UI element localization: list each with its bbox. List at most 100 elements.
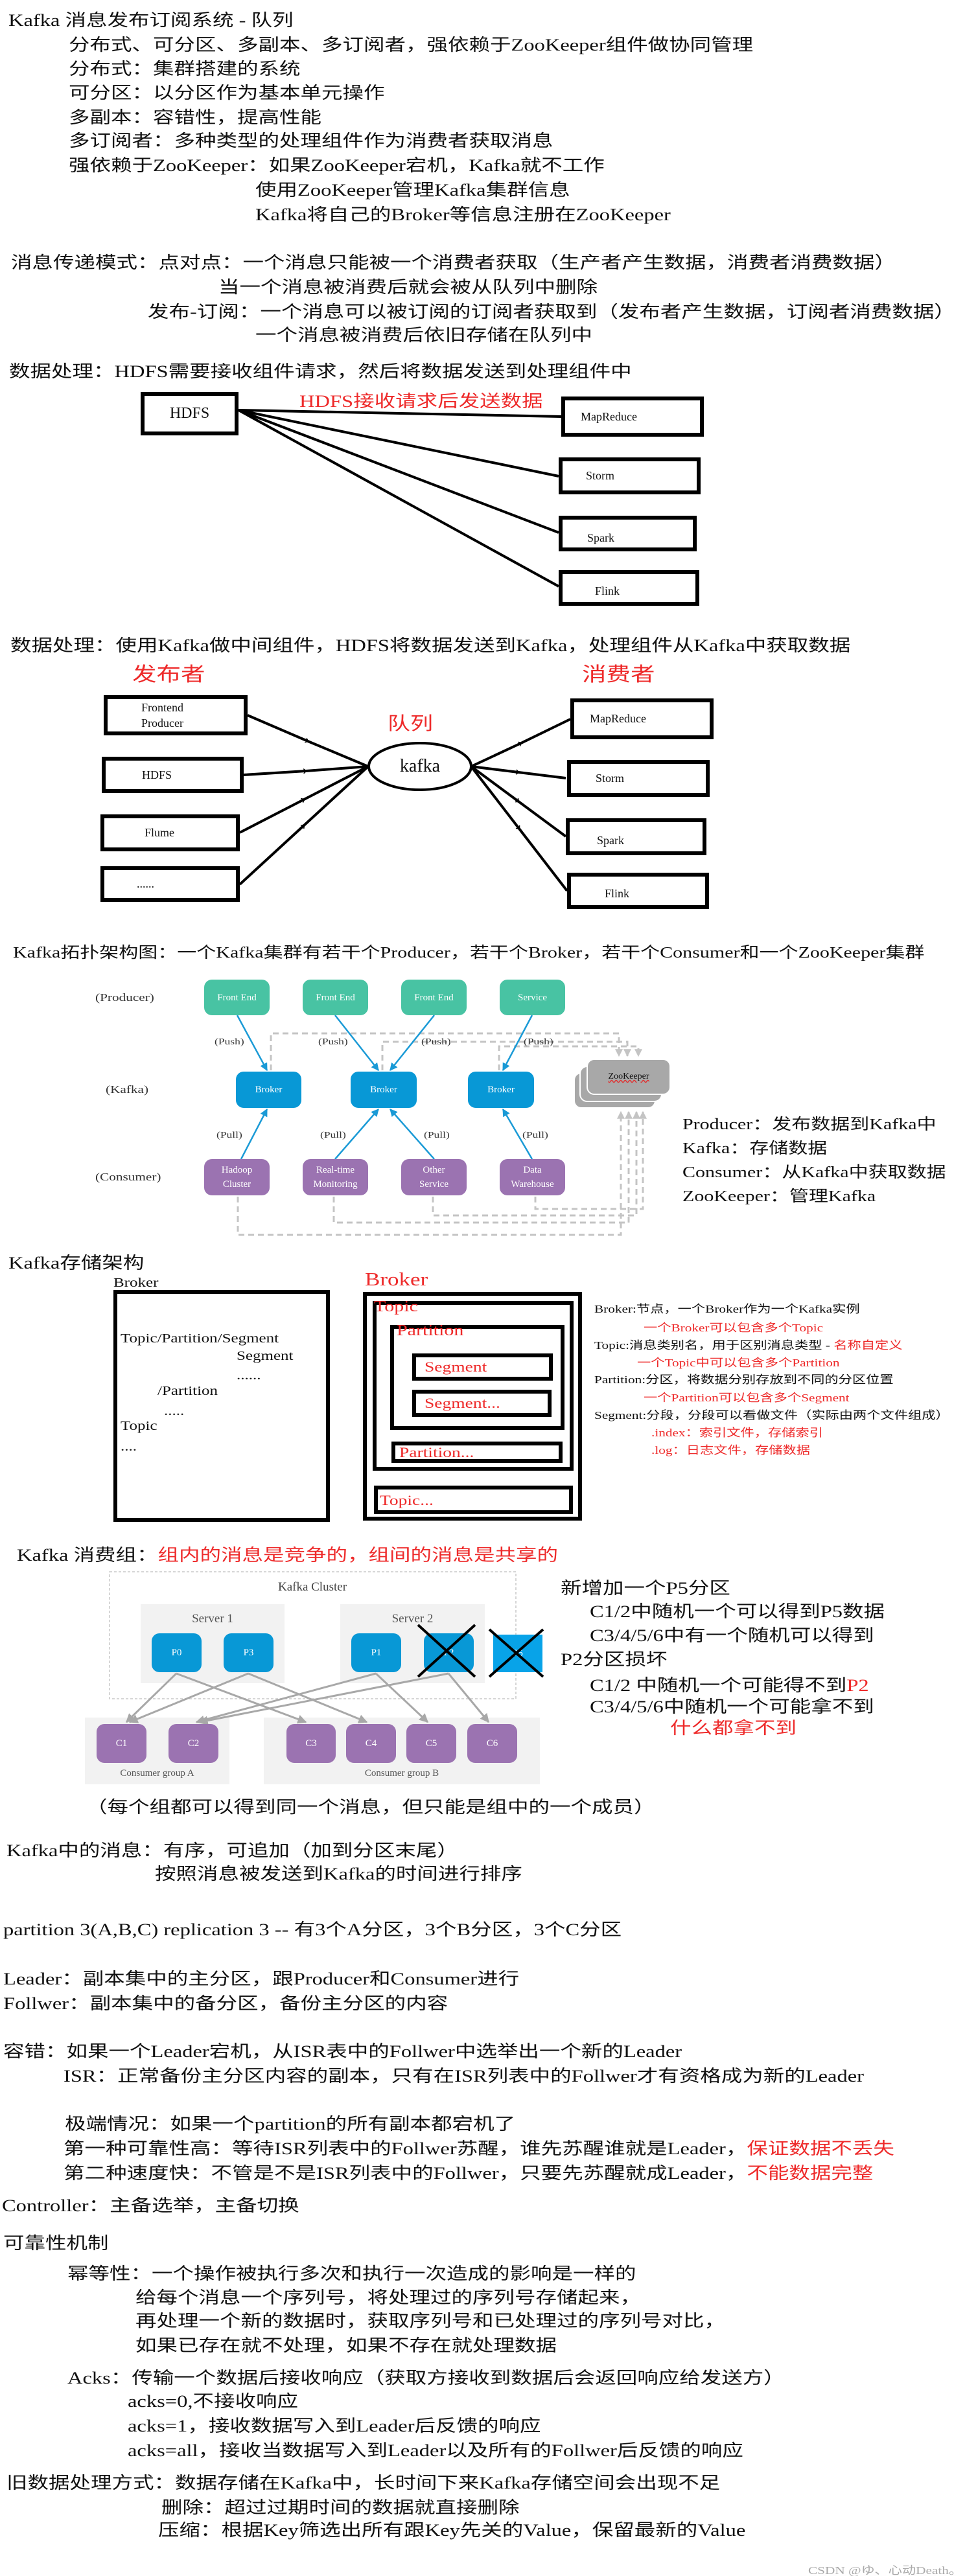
assign-p0-c3	[176, 1672, 307, 1724]
target-box-mapreduce: MapReduce	[561, 397, 704, 437]
link-hdfs-flink	[238, 409, 559, 588]
controller-line: Controller：主备选举，主备切换	[2, 2196, 299, 2215]
row-label-kafka: (Kafka)	[106, 1083, 149, 1096]
arrow-more-kafka	[238, 765, 369, 886]
zk-link-consumer-2	[332, 1110, 633, 1224]
kafka-queue-ellipse	[367, 742, 472, 791]
processing1-title: 数据处理：HDFS需要接收组件请求，然后将数据发送到处理组件中	[9, 362, 632, 381]
reliability-title: 可靠性机制	[3, 2234, 109, 2253]
push-arrow-1	[236, 1015, 268, 1072]
producer-node-label: Front End	[414, 992, 454, 1003]
zookeeper-label: ZooKeeper	[608, 1072, 649, 1081]
storage-note-red: 名称自定义	[833, 1339, 903, 1351]
server-1-label: Server 1	[141, 1611, 285, 1627]
consumer-node-label: C4	[365, 1738, 377, 1749]
partition-note: 新增加一个P5分区	[561, 1579, 730, 1598]
storage-note: 一个Partition可以包含多个Segment	[644, 1392, 850, 1404]
partition-note: P2分区损坏	[561, 1650, 668, 1669]
arrow-kafka-mapreduce	[471, 718, 571, 768]
group-label: Consumer group A	[120, 1767, 194, 1778]
consumer-node-label: Cluster	[222, 1179, 251, 1190]
producer-label: HDFS	[142, 768, 172, 781]
consumer-box-label: Flink	[605, 886, 630, 900]
push-arrow-3	[390, 1015, 435, 1071]
partition-node-label: P0	[171, 1648, 182, 1658]
consumer-group-caption: （每个组都可以得到同一个消息，但只能是组中的一个成员）	[86, 1798, 655, 1817]
left-broker-label: Broker	[113, 1276, 159, 1290]
acks-line: acks=1，接收数据写入到Leader后反馈的响应	[128, 2417, 541, 2435]
consumer-node-label: Warehouse	[511, 1179, 554, 1190]
consumer-box-spark: Spark	[566, 818, 706, 855]
consumer-group-a-label: Consumer group A	[85, 1767, 229, 1780]
storage-note: .index：索引文件，存储索引	[651, 1427, 824, 1439]
partition-note-red: P2	[846, 1676, 869, 1695]
storage-note: Broker:节点，一个Broker作为一个Kafka实例	[594, 1303, 860, 1315]
acks-line: Acks：传输一个数据后接收响应（获取方接收到数据后会返回响应给发送方）	[67, 2369, 785, 2387]
producer-node-label: Front End	[217, 992, 257, 1003]
left-broker-box	[113, 1290, 330, 1522]
topology-legend-line: ZooKeeper：管理Kafka	[682, 1188, 876, 1205]
topology-legend-line: Kafka：存储数据	[682, 1140, 828, 1157]
pull-label: (Pull)	[320, 1131, 346, 1140]
push-arrow-2	[334, 1015, 379, 1071]
topology-legend-line: Producer：发布数据到Kafka中	[682, 1116, 937, 1133]
partition-node-p0: P0	[152, 1633, 202, 1672]
zookeeper-detail: Kafka将自己的Broker等信息注册在ZooKeeper	[255, 205, 671, 224]
link-hdfs-spark	[238, 409, 559, 534]
partition-note-text: C1/2 中随机一个可能得不到	[590, 1676, 847, 1695]
link-hdfs-storm	[238, 409, 559, 477]
left-broker-line: .....	[164, 1404, 185, 1418]
consumer-box-mapreduce: MapReduce	[570, 698, 714, 739]
assign-p0-c1	[125, 1672, 178, 1723]
strategy-text: 第一种可靠性高：等待ISR列表中的Follwer苏醒，谁先苏醒谁就是Leader…	[64, 2139, 747, 2158]
segment-box	[412, 1353, 553, 1381]
strategy-red: 不能数据完整	[747, 2164, 874, 2183]
follower-line: Follwer：副本集中的备分区，备份主分区的内容	[3, 1994, 448, 2013]
broker-node: Broker	[351, 1072, 417, 1108]
server-label: Server 1	[192, 1612, 233, 1626]
publisher-label: 发布者	[132, 664, 205, 685]
producer-label: Frontend	[141, 701, 183, 714]
target-box-storm: Storm	[559, 457, 701, 494]
consumer-box-label: MapReduce	[590, 712, 646, 725]
pull-arrow-2	[334, 1109, 379, 1160]
right-broker-box	[363, 1292, 582, 1521]
assign-p1-c5	[375, 1672, 429, 1723]
target-label: MapReduce	[581, 409, 637, 423]
consumer-label: 消费者	[582, 664, 655, 685]
push-label: (Push)	[524, 1037, 553, 1047]
hdfs-source-box: HDFS	[141, 392, 238, 435]
assign-p3-c4	[248, 1672, 368, 1723]
intro-title: Kafka 消息发布订阅系统 - 队列	[8, 11, 294, 30]
consumer-group-title: Kafka 消费组：组内的消息是竞争的，组间的消息是共享的	[17, 1547, 558, 1565]
queue-label: 队列	[388, 714, 434, 734]
consumer-node-c1: C1	[97, 1724, 146, 1763]
consumer-node-label: Service	[419, 1179, 448, 1190]
assign-p3-c1	[128, 1672, 249, 1723]
arrow-hdfs-kafka	[243, 765, 369, 776]
kafka-cluster-label-text: Kafka Cluster	[277, 1580, 347, 1594]
storage-title: Kafka存储架构	[8, 1254, 145, 1272]
pull-label: (Pull)	[424, 1131, 450, 1140]
extreme-case-line: 极端情况：如果一个partition的所有副本都宕机了	[65, 2115, 516, 2133]
producer-label: Producer	[141, 717, 183, 730]
feature-line: 分布式：集群搭建的系统	[69, 60, 301, 78]
broker-node-label: Broker	[370, 1085, 397, 1095]
partition-node-label: P5	[513, 1648, 523, 1659]
consumer-node-c5: C5	[406, 1724, 456, 1763]
old-data-line: 旧数据处理方式：数据存储在Kafka中，长时间下来Kafka存储空间会出现不足	[6, 2474, 721, 2492]
leader-line: Leader：副本集中的主分区，跟Producer和Consumer进行	[3, 1970, 520, 1988]
push-label: (Push)	[215, 1037, 244, 1047]
feature-line: 分布式、可分区、多副本、多订阅者，强依赖于ZooKeeper组件做协同管理	[69, 36, 754, 54]
left-broker-line: ....	[121, 1440, 137, 1454]
group-label: Consumer group B	[364, 1767, 439, 1778]
producer-node: Front End	[303, 980, 368, 1015]
topic-more-label: Topic...	[380, 1492, 434, 1508]
partition-node-label: P3	[243, 1648, 254, 1658]
storage-note: 一个Broker可以包含多个Topic	[644, 1322, 824, 1334]
partition-node-p5-new: P5	[493, 1635, 542, 1672]
producer-label: ......	[137, 877, 154, 890]
consumer-node-label: Data	[523, 1165, 542, 1175]
